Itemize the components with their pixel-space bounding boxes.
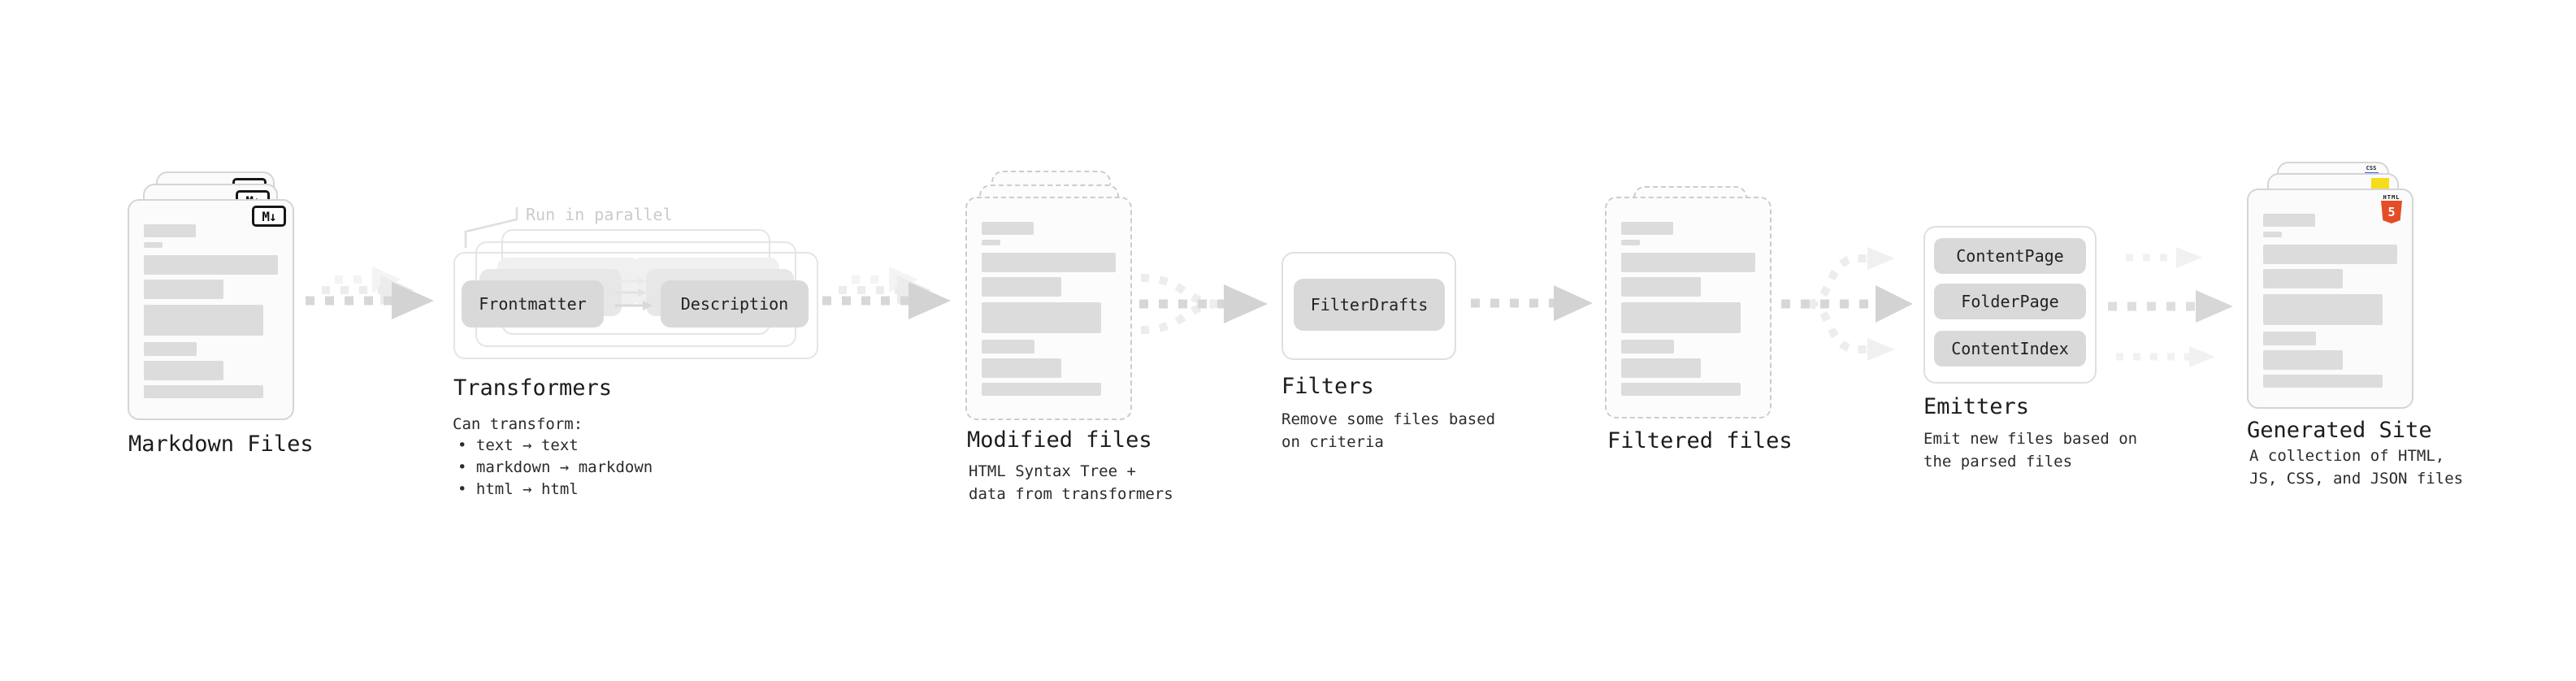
- skeleton-bar: [1621, 253, 1755, 272]
- emitters-label: Emitters: [1923, 394, 2030, 419]
- markdown-files-label: Markdown Files: [128, 432, 314, 457]
- skeleton-bar: [2263, 332, 2316, 345]
- skeleton-bar: [982, 222, 1034, 235]
- desc-line: on criteria: [1281, 433, 1384, 451]
- desc-line: JS, CSS, and JSON files: [2249, 470, 2464, 488]
- desc-line: Remove some files based: [1281, 410, 1496, 428]
- generated-site-label: Generated Site: [2247, 418, 2432, 443]
- desc-line: the parsed files: [1923, 453, 2073, 471]
- desc-line: HTML Syntax Tree +: [969, 462, 1136, 480]
- filtered-files-label: Filtered files: [1607, 428, 1793, 453]
- filters-label: Filters: [1281, 374, 1374, 399]
- run-in-parallel-label: Run in parallel: [526, 205, 673, 224]
- html5-icon: HTML 5: [2381, 194, 2402, 225]
- skeleton-bar: [1621, 302, 1741, 333]
- desc-line: A collection of HTML,: [2249, 447, 2445, 465]
- contentindex-button[interactable]: ContentIndex: [1934, 331, 2086, 367]
- emitter-arrow-icon: [2108, 290, 2233, 323]
- desc-line: data from transformers: [969, 485, 1173, 503]
- skeleton-bar: [144, 280, 223, 299]
- frontmatter-button[interactable]: Frontmatter: [462, 280, 604, 327]
- skeleton-bar: [144, 255, 278, 275]
- desc-line: Emit new files based on: [1923, 430, 2138, 448]
- folderpage-button[interactable]: FolderPage: [1934, 284, 2086, 319]
- js-icon: [2371, 178, 2389, 189]
- flow-arrow-icon: [1471, 285, 1593, 321]
- parallel-arrows-icon: [615, 277, 653, 310]
- diverging-arrow-icon: [1781, 247, 1913, 361]
- bullet-item: • markdown → markdown: [458, 458, 653, 476]
- modified-file-card-front: [965, 197, 1132, 420]
- skeleton-bar: [1621, 277, 1701, 297]
- skeleton-bar: [982, 253, 1116, 272]
- markdown-icon: M↓: [252, 206, 286, 227]
- skeleton-bar: [1621, 240, 1640, 245]
- description-button[interactable]: Description: [661, 280, 809, 327]
- skeleton-bar: [1621, 383, 1741, 396]
- skeleton-bar: [2263, 245, 2397, 264]
- css-icon-label: CSS: [2366, 165, 2377, 171]
- skeleton-bar: [982, 240, 1000, 245]
- contentpage-button[interactable]: ContentPage: [1934, 238, 2086, 274]
- transformers-subheading: Can transform:: [453, 415, 583, 433]
- skeleton-bar: [2263, 214, 2315, 227]
- site-file-card-html: HTML 5: [2247, 189, 2413, 409]
- flow-arrow-icon: [822, 267, 951, 319]
- flow-arrow-icon: [306, 267, 434, 319]
- skeleton-bar: [1621, 358, 1701, 378]
- skeleton-bar: [1621, 340, 1674, 354]
- filters-desc: Remove some files based on criteria: [1281, 408, 1495, 453]
- html5-icon-label: HTML: [2383, 194, 2400, 201]
- markdown-file-card-front: M↓: [128, 199, 294, 420]
- converging-arrow-icon: [1139, 274, 1268, 334]
- bullet-item: • text → text: [458, 436, 579, 454]
- skeleton-bar: [2263, 294, 2383, 325]
- skeleton-bar: [144, 305, 263, 336]
- skeleton-bar: [2263, 350, 2343, 370]
- transformers-label: Transformers: [453, 375, 613, 401]
- generated-site-desc: A collection of HTML, JS, CSS, and JSON …: [2249, 445, 2463, 490]
- skeleton-bar: [144, 224, 196, 237]
- skeleton-bar: [144, 361, 223, 380]
- callout-line: [464, 207, 518, 248]
- skeleton-bar: [144, 242, 163, 248]
- emitter-arrow-icon: [2116, 346, 2215, 367]
- skeleton-bar: [2263, 232, 2282, 237]
- skeleton-bar: [982, 277, 1061, 297]
- filterdrafts-button[interactable]: FilterDrafts: [1294, 279, 1445, 331]
- skeleton-bar: [982, 302, 1101, 333]
- skeleton-bar: [982, 340, 1034, 354]
- emitter-arrow-icon: [2126, 247, 2202, 268]
- skeleton-bar: [982, 383, 1101, 396]
- skeleton-bar: [144, 385, 263, 398]
- skeleton-bar: [2263, 375, 2383, 388]
- html5-icon-shield: 5: [2381, 201, 2402, 223]
- skeleton-bar: [144, 342, 197, 356]
- emitters-desc: Emit new files based on the parsed files: [1923, 427, 2137, 473]
- bullet-item: • html → html: [458, 480, 579, 498]
- modified-files-desc: HTML Syntax Tree + data from transformer…: [969, 460, 1173, 505]
- skeleton-bar: [2263, 269, 2343, 288]
- modified-files-label: Modified files: [967, 427, 1152, 453]
- skeleton-bar: [982, 358, 1061, 378]
- transformer-layer-front: [453, 252, 818, 359]
- filtered-file-card-front: [1605, 197, 1772, 419]
- skeleton-bar: [1621, 222, 1673, 235]
- transformers-bullets: • text → text • markdown → markdown • ht…: [458, 435, 653, 501]
